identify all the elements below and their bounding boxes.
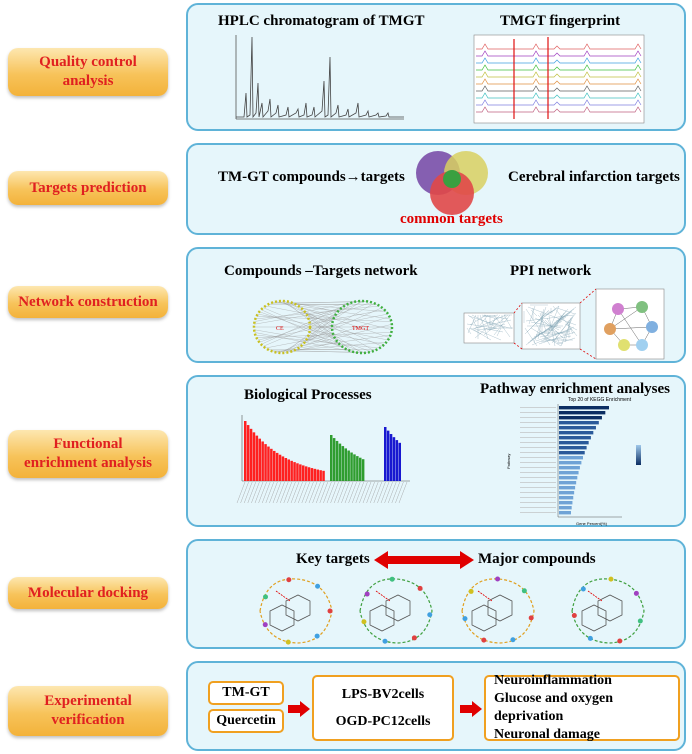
key-targets-label: Key targets xyxy=(296,551,370,567)
ppi-network-title: PPI network xyxy=(510,263,592,279)
docking-structures xyxy=(259,576,645,645)
stage-label-line1: Quality control xyxy=(39,54,137,70)
stage-label-line2: enrichment analysis xyxy=(24,455,152,471)
model-ogd-pc12: OGD-PC12cells xyxy=(335,713,431,729)
kegg-y-axis-label: Pathway xyxy=(506,454,511,469)
biological-processes-title: Biological Processes xyxy=(244,387,372,403)
stage-label-line1: Functional xyxy=(53,436,123,452)
stage-functional-enrichment: Functional enrichment analysis xyxy=(8,430,168,478)
network-node-ce: CE xyxy=(276,326,284,332)
panel-network-construction: Compounds –Targets network PPI network C… xyxy=(186,247,686,363)
fingerprint-title: TMGT fingerprint xyxy=(500,13,621,29)
kegg-x-axis-label: Gene Percent(%) xyxy=(576,521,608,526)
major-compounds-label: Major compounds xyxy=(478,551,596,567)
stage-label-line1: Experimental xyxy=(44,693,132,709)
outcome-neuroinflammation: Neuroinflammation xyxy=(494,673,612,688)
kegg-chart-title: Top 20 of KEGG Enrichment xyxy=(568,397,632,403)
arrow-right-icon xyxy=(460,701,482,717)
compounds-targets-network: CE TMGT xyxy=(252,299,394,355)
panel-targets-prediction: TM-GT compounds→targets Cerebral infarct… xyxy=(186,143,686,235)
hplc-title: HPLC chromatogram of TMGT xyxy=(218,13,425,29)
stage-experimental-verification: Experimental verification xyxy=(8,686,168,736)
stage-label-line1: Network construction xyxy=(18,293,158,310)
compounds-targets-label: TM-GT compounds→targets xyxy=(218,169,405,185)
outcome-neuronal-damage: Neuronal damage xyxy=(494,727,600,742)
double-arrow-icon xyxy=(374,551,474,569)
stage-network-construction: Network construction xyxy=(8,286,168,318)
stage-molecular-docking: Molecular docking xyxy=(8,577,168,609)
arrow-right-icon xyxy=(288,701,310,717)
stage-quality-control: Quality control analysis xyxy=(8,48,168,96)
panel-molecular-docking: Key targets Major compounds xyxy=(186,539,686,649)
network-node-tmgt: TMGT xyxy=(352,326,369,332)
drug-tmgt-box: TM-GT xyxy=(208,681,284,705)
fingerprint-chart xyxy=(473,34,645,124)
stage-label-line1: Targets prediction xyxy=(29,179,147,196)
compounds-targets-network-title: Compounds –Targets network xyxy=(224,263,418,279)
outcomes-box: Neuroinflammation Glucose and oxygen dep… xyxy=(484,673,680,742)
stage-label-line1: Molecular docking xyxy=(27,584,149,601)
go-bar-chart xyxy=(236,415,410,504)
venn-diagram xyxy=(416,151,488,215)
ppi-network xyxy=(463,288,665,360)
kegg-enrichment-chart: Top 20 of KEGG Enrichment Pathway Gene P… xyxy=(506,397,641,526)
cell-models-box: LPS-BV2cells OGD-PC12cells xyxy=(312,675,454,741)
panel-functional-enrichment: Biological Processes Pathway enrichment … xyxy=(186,375,686,527)
panel-experimental-verification: TM-GT Quercetin LPS-BV2cells OGD-PC12cel… xyxy=(186,661,686,751)
cerebral-infarction-label: Cerebral infarction targets xyxy=(508,169,680,185)
drug-quercetin-box: Quercetin xyxy=(208,709,284,733)
stage-label-line2: analysis xyxy=(62,73,114,89)
stage-targets-prediction: Targets prediction xyxy=(8,171,168,205)
hplc-chromatogram xyxy=(235,35,404,120)
model-lps-bv2: LPS-BV2cells xyxy=(341,686,425,702)
outcome-glucose-oxygen-deprivation: Glucose and oxygen deprivation xyxy=(494,691,614,724)
panel-quality-control: HPLC chromatogram of TMGT TMGT fingerpri… xyxy=(186,3,686,131)
pathway-enrichment-title: Pathway enrichment analyses xyxy=(480,381,670,397)
stage-label-line2: verification xyxy=(51,712,125,728)
common-targets-label: common targets xyxy=(400,211,503,227)
